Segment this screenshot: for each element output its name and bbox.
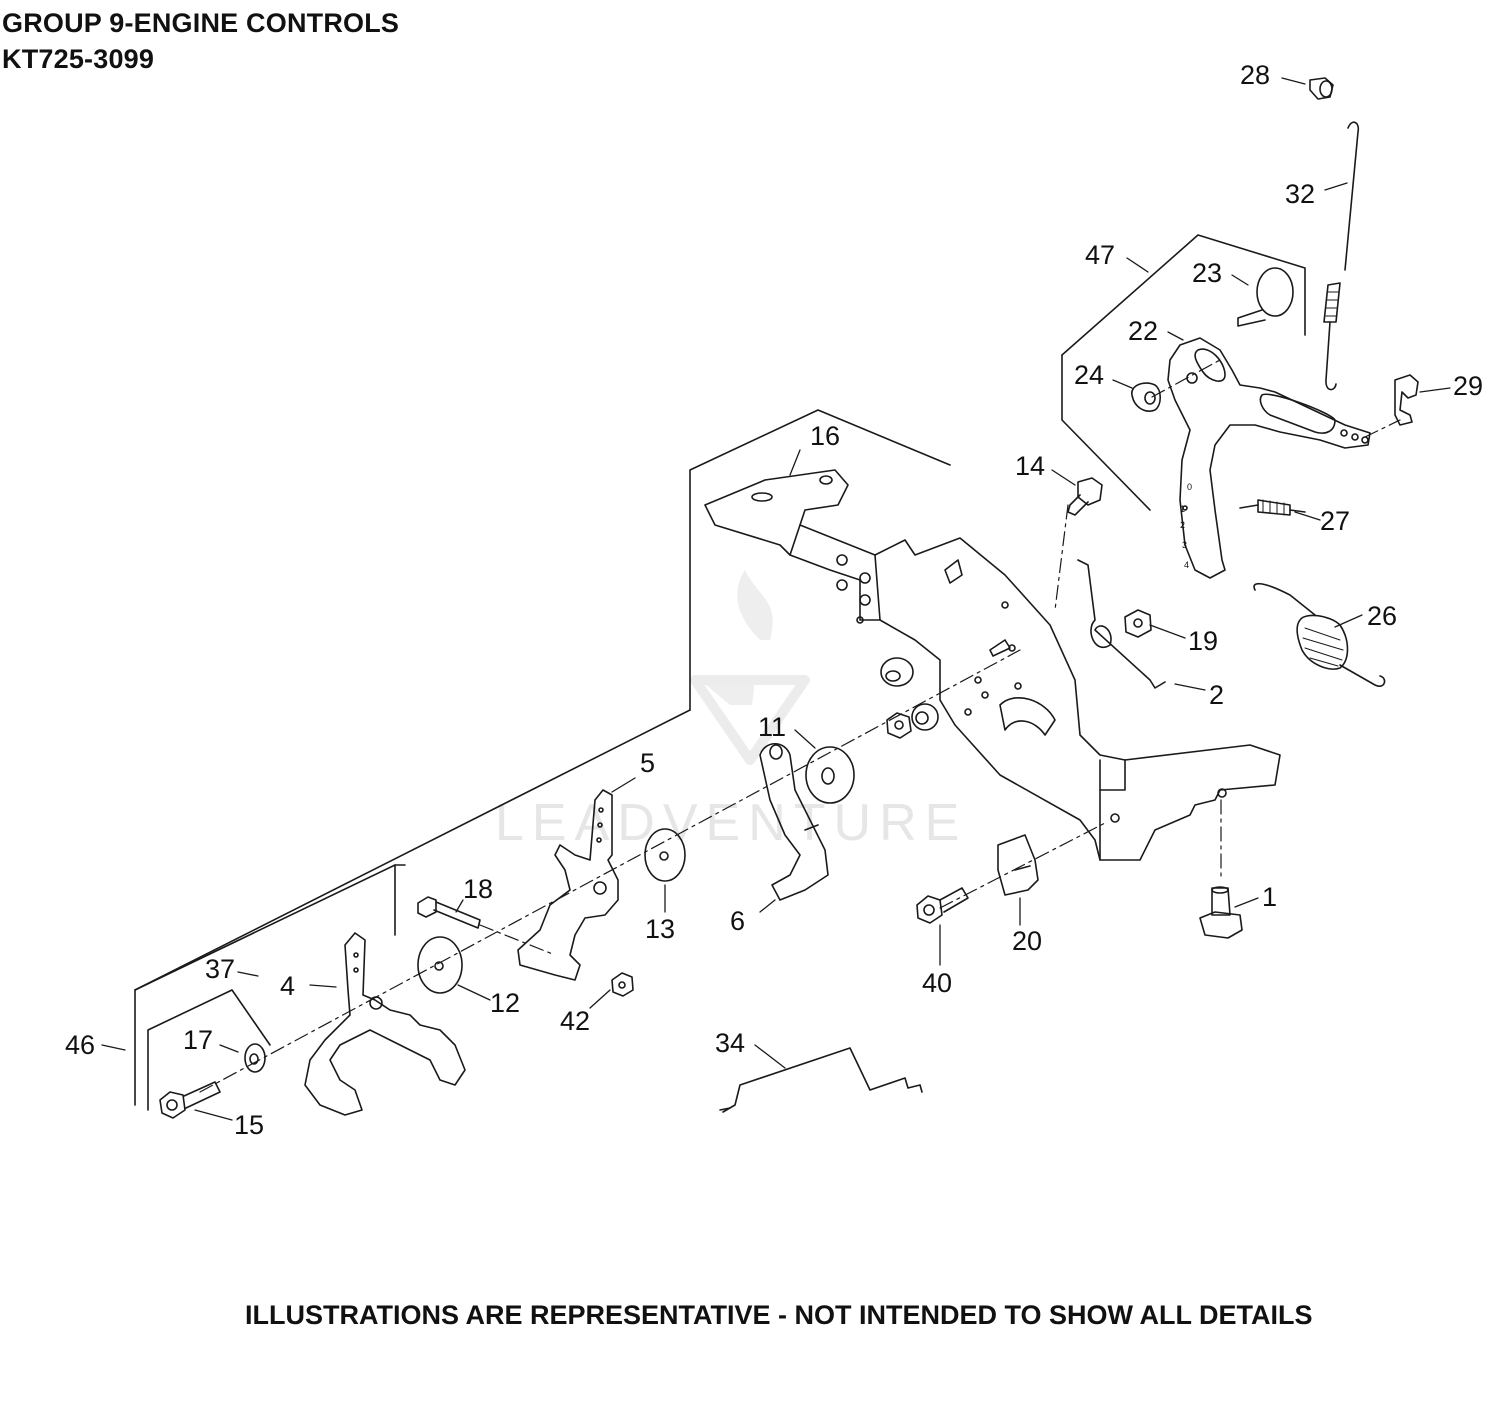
flange-bolt-15 xyxy=(159,1081,221,1119)
choke-lever-5 xyxy=(517,789,619,981)
callout-17: 17 xyxy=(183,1025,213,1055)
callout-1: 1 xyxy=(1262,882,1277,912)
callout-29: 29 xyxy=(1453,371,1483,401)
callout-26: 26 xyxy=(1367,601,1397,631)
scale-mark-2: 2 xyxy=(1180,520,1185,530)
cable-clip-29 xyxy=(1394,374,1419,426)
bracket-47-left xyxy=(1061,354,1151,511)
callout-4: 4 xyxy=(280,971,295,1001)
link-rod-34 xyxy=(719,1047,923,1113)
throttle-arm-6 xyxy=(759,742,829,901)
diagram-group-title: GROUP 9-ENGINE CONTROLS xyxy=(2,8,400,38)
throttle-lever-22: 0 1 2 3 4 xyxy=(1167,337,1371,579)
hex-nut-19 xyxy=(1124,609,1152,638)
callout-12: 12 xyxy=(490,988,520,1018)
throttle-rod-32 xyxy=(1323,121,1360,391)
callout-42: 42 xyxy=(560,1006,590,1036)
wire-spring-2 xyxy=(1077,559,1166,689)
bracket-47 xyxy=(1061,234,1306,356)
scale-mark-3: 3 xyxy=(1182,540,1187,550)
callout-23: 23 xyxy=(1192,258,1222,288)
callout-34: 34 xyxy=(715,1028,745,1058)
flange-bolt-40 xyxy=(916,887,969,924)
hex-nut xyxy=(886,712,912,739)
bolt-14 xyxy=(1067,477,1103,516)
group-brackets xyxy=(134,234,1306,1111)
callout-16: 16 xyxy=(810,421,840,451)
cable-clip-20 xyxy=(997,834,1039,896)
control-lever-4 xyxy=(304,932,466,1116)
callout-18: 18 xyxy=(463,874,493,904)
callout-6: 6 xyxy=(730,906,745,936)
watermark: LEADVENTURE xyxy=(495,570,967,852)
watermark-text: LEADVENTURE xyxy=(495,794,967,852)
leader-lines xyxy=(101,77,1451,1121)
callout-11: 11 xyxy=(758,712,786,742)
shoulder-pin-23 xyxy=(1237,267,1294,327)
bracket-37 xyxy=(147,989,271,1111)
shoulder-bolt-18 xyxy=(417,896,481,929)
callout-15: 15 xyxy=(234,1110,264,1140)
callout-47: 47 xyxy=(1085,240,1115,270)
washer-13 xyxy=(644,828,686,882)
hex-nut-42 xyxy=(611,972,634,997)
callout-28: 28 xyxy=(1240,60,1270,90)
flange-bolt-1 xyxy=(1199,886,1243,939)
callout-32: 32 xyxy=(1285,179,1315,209)
scale-mark-1: 1 xyxy=(1180,504,1185,514)
extension-spring-26 xyxy=(1253,582,1386,687)
button-plug-28 xyxy=(1309,77,1334,100)
callout-20: 20 xyxy=(1012,926,1042,956)
bracket-46-link xyxy=(134,709,691,991)
callout-37: 37 xyxy=(205,954,235,984)
callout-5: 5 xyxy=(640,748,655,778)
callout-22: 22 xyxy=(1128,316,1158,346)
scale-mark-4: 4 xyxy=(1184,560,1189,570)
disclaimer-text: ILLUSTRATIONS ARE REPRESENTATIVE - NOT I… xyxy=(245,1300,1313,1330)
extension-spring-27 xyxy=(1239,499,1306,516)
callout-labels: 28 32 47 23 22 24 29 16 14 27 26 19 2 11… xyxy=(65,60,1483,1140)
scale-mark-0: 0 xyxy=(1187,482,1192,492)
callout-46: 46 xyxy=(65,1030,95,1060)
callout-27: 27 xyxy=(1320,506,1350,536)
callout-14: 14 xyxy=(1015,451,1045,481)
bracket-16 xyxy=(689,409,951,711)
callout-40: 40 xyxy=(922,968,952,998)
washer-17 xyxy=(244,1043,266,1073)
locknut-24 xyxy=(1131,382,1162,412)
washer-12 xyxy=(417,936,463,994)
bracket-46 xyxy=(134,864,396,1106)
control-bracket-plate xyxy=(704,469,1281,861)
washer-11 xyxy=(805,746,855,804)
callout-19: 19 xyxy=(1188,626,1218,656)
callout-13: 13 xyxy=(645,914,675,944)
callout-2: 2 xyxy=(1209,680,1224,710)
model-number: KT725-3099 xyxy=(2,44,155,74)
callout-24: 24 xyxy=(1074,360,1104,390)
assembly-center-lines xyxy=(199,359,1401,1093)
